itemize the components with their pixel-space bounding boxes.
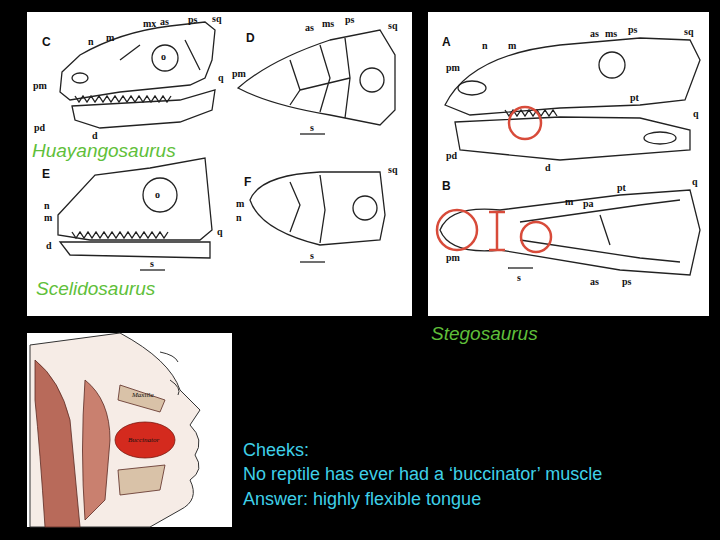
part-label: ps	[628, 24, 637, 35]
part-label: sq	[212, 13, 221, 24]
note-text: Answer: highly flexible tongue	[243, 490, 481, 510]
note-text: Cheeks:	[243, 441, 309, 461]
part-label: ms	[605, 28, 617, 39]
species-name: Scelidosaurus	[36, 279, 155, 300]
panel-letter: F	[244, 176, 251, 189]
part-label: pd	[34, 122, 45, 133]
part-label: pm	[232, 68, 246, 79]
part-label: sq	[388, 20, 397, 31]
part-label: pt	[617, 182, 626, 193]
part-label: n	[482, 40, 488, 51]
part-label: ps	[188, 14, 197, 25]
part-label: pm	[446, 62, 460, 73]
part-label: o	[155, 189, 160, 200]
part-label: sq	[388, 164, 397, 175]
note-text: No reptile has ever had a ‘buccinator’ m…	[243, 465, 602, 485]
part-label: s	[310, 122, 314, 133]
part-label: mx	[143, 18, 156, 29]
part-label: o	[161, 51, 166, 62]
part-label: sq	[684, 26, 693, 37]
part-label: q	[692, 176, 698, 187]
part-label: s	[310, 250, 314, 261]
part-label: ps	[345, 14, 354, 25]
part-label: m	[565, 196, 573, 207]
panel-letter: E	[42, 168, 50, 181]
part-label: ms	[322, 18, 334, 29]
part-label: q	[217, 226, 223, 237]
face-muscles	[30, 333, 200, 527]
part-label: n	[88, 36, 94, 47]
part-label: d	[46, 240, 52, 251]
part-label: q	[693, 108, 699, 119]
part-label: d	[545, 162, 551, 173]
part-label: pt	[630, 92, 639, 103]
panel-letter: A	[442, 36, 451, 49]
muscle-label: Maxilla	[132, 392, 154, 400]
part-label: d	[92, 130, 98, 141]
part-label: pm	[446, 252, 460, 263]
part-label: as	[590, 28, 599, 39]
species-name: Huayangosaurus	[32, 141, 176, 162]
part-label: as	[305, 22, 314, 33]
part-label: m	[236, 198, 244, 209]
part-label: as	[590, 276, 599, 287]
part-label: as	[160, 16, 169, 27]
panel-letter: C	[42, 36, 51, 49]
right-panel	[428, 12, 709, 316]
part-label: n	[236, 212, 242, 223]
panel-letter: B	[442, 180, 451, 193]
left-panel	[27, 12, 412, 316]
face-panel	[27, 333, 232, 527]
part-label: m	[508, 40, 516, 51]
part-label: pm	[33, 80, 47, 91]
muscle-label: Buccinator	[128, 437, 159, 445]
part-label: n	[44, 200, 50, 211]
part-label: q	[218, 72, 224, 83]
panel-letter: D	[246, 32, 255, 45]
part-label: m	[106, 32, 114, 43]
part-label: m	[44, 212, 52, 223]
part-label: pa	[583, 198, 594, 209]
part-label: pd	[446, 150, 457, 161]
species-name: Stegosaurus	[431, 324, 538, 345]
highlight-marks	[437, 107, 551, 252]
part-label: s	[150, 258, 154, 269]
part-label: s	[517, 272, 521, 283]
part-label: ps	[622, 276, 631, 287]
